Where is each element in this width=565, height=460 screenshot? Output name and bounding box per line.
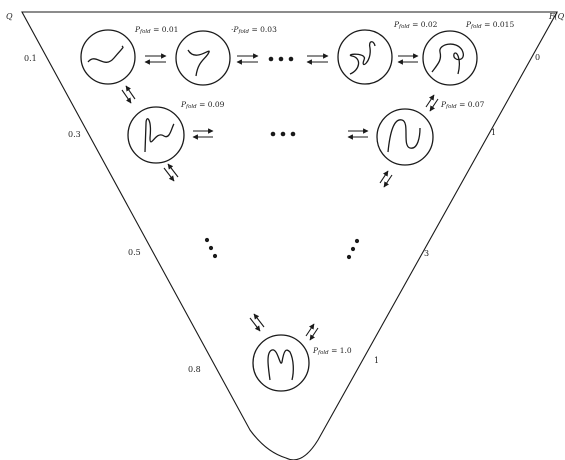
- right-tick-1: 0: [535, 53, 541, 62]
- pfold-label-6: Pfold = 0.07: [441, 100, 485, 110]
- state-circle-4: [422, 30, 478, 86]
- ellipsis-right-vertical: [346, 238, 360, 260]
- conformation-4: [431, 43, 464, 75]
- transition-arrows-1-2: [144, 53, 167, 65]
- ellipsis-left-vertical: [204, 237, 218, 259]
- right-tick-4: 1: [374, 356, 380, 365]
- transition-arrows-5-down: [163, 163, 179, 182]
- conformation-native: [267, 349, 294, 381]
- pfold-label-5: Pfold = 0.09: [181, 100, 225, 110]
- transition-arrows-3-4: [397, 53, 419, 65]
- pfold-label-native: Pfold = 1.0: [313, 346, 352, 356]
- transition-arrows-1-5: [121, 85, 136, 104]
- transition-arrows-dots-3: [306, 53, 329, 65]
- transition-arrows-right-native: [305, 323, 319, 341]
- ellipsis-top: [268, 56, 294, 62]
- left-tick-1: 0.1: [24, 54, 37, 63]
- ellipsis-middle: [270, 131, 296, 137]
- state-circle-native: [252, 334, 310, 392]
- pfold-label-1: Pfold = 0.01: [135, 25, 179, 35]
- state-circle-5: [127, 106, 185, 164]
- left-tick-3: 0.5: [128, 248, 141, 257]
- right-axis-title: F(Q: [549, 12, 565, 21]
- pfold-label-4: Pfold = 0.015: [466, 20, 515, 30]
- pfold-label-2: ·Pfold = 0.03: [231, 25, 277, 35]
- pfold-label-3: Pfold = 0.02: [394, 20, 438, 30]
- transition-arrows-4-6: [425, 94, 439, 112]
- left-tick-4: 0.8: [188, 365, 201, 374]
- transition-arrows-dots-6: [347, 128, 369, 140]
- funnel-outline: [21, 11, 558, 460]
- conformation-6: [387, 119, 421, 153]
- transition-arrows-left-native: [249, 313, 265, 332]
- conformation-1: [87, 45, 124, 63]
- state-circle-1: [80, 29, 136, 85]
- left-tick-2: 0.3: [68, 130, 81, 139]
- state-circle-2: [175, 30, 231, 86]
- transition-arrows-2-dots: [236, 53, 259, 65]
- right-tick-2: 1: [491, 128, 497, 137]
- transition-arrows-6-down: [379, 170, 393, 188]
- state-circle-6: [376, 108, 434, 166]
- conformation-5: [144, 118, 175, 153]
- state-circle-3: [337, 29, 393, 85]
- conformation-3: [349, 41, 376, 75]
- transition-arrows-5-dots: [192, 128, 214, 140]
- conformation-2: [187, 49, 210, 77]
- right-tick-3: 3: [424, 249, 430, 258]
- left-axis-title: Q: [6, 12, 13, 21]
